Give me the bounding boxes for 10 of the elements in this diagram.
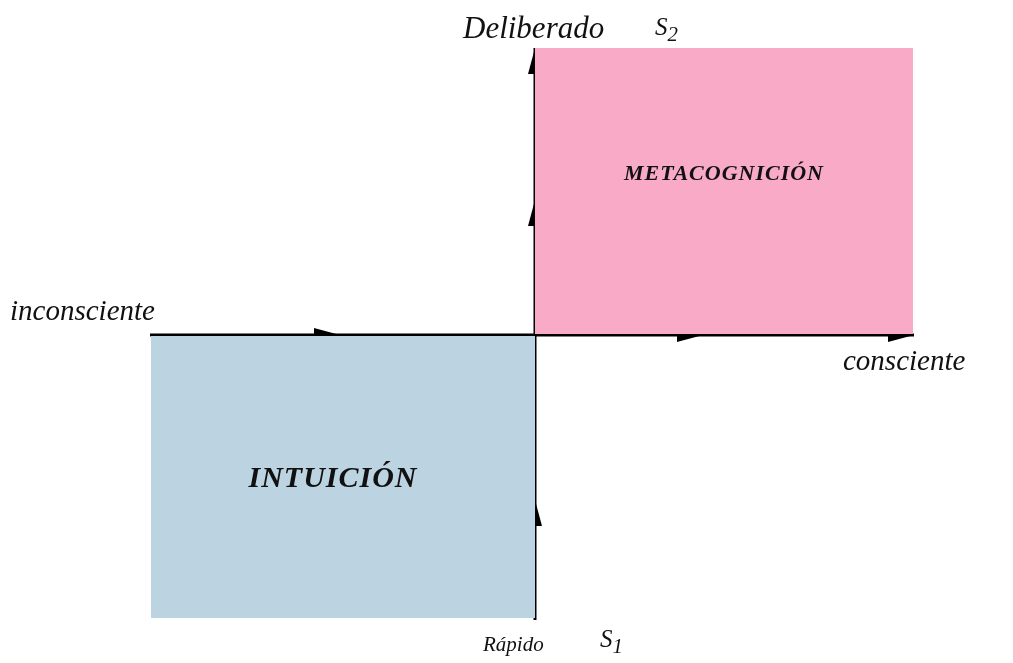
- axis-symbol: S$_{2}$: [655, 14, 678, 45]
- axis-symbol: S$_{1}$: [600, 626, 623, 657]
- quadrant-title: INTUICIÓN: [248, 460, 418, 494]
- axis-label: Rápido: [483, 634, 544, 655]
- axis-label: consciente: [843, 346, 966, 375]
- axis-label: inconsciente: [10, 296, 155, 325]
- quadrant-box: [535, 48, 913, 334]
- quadrant-title: METACOGNICIÓN: [623, 160, 824, 186]
- quadrant-box: [151, 336, 535, 618]
- axis-label: Deliberado: [463, 12, 605, 43]
